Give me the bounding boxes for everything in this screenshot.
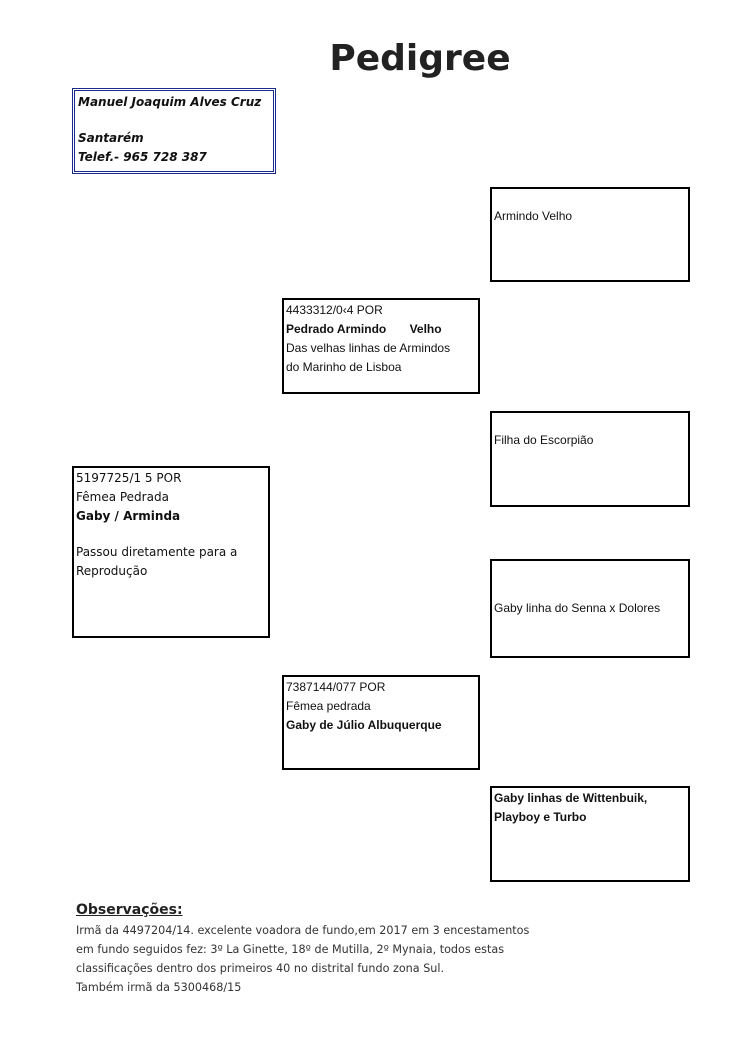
dam-dam-line-2: Playboy e Turbo	[494, 810, 587, 824]
sire-box: 4433312/0‹4 POR Pedrado Armindo Velho Da…	[282, 298, 480, 394]
owner-city: Santarém	[78, 131, 144, 145]
subject-note-1: Passou diretamente para a	[76, 545, 238, 559]
sire-line-1: Das velhas linhas de Armindos	[286, 341, 451, 355]
sire-sire-box: Armindo Velho	[490, 187, 690, 282]
subject-desc: Fêmea Pedrada	[76, 490, 169, 504]
observations-heading: Observações:	[76, 902, 183, 918]
sire-ring: 4433312/0‹4 POR	[286, 303, 383, 317]
observations-line: em fundo seguidos fez: 3º La Ginette, 18…	[76, 943, 505, 956]
observations-line: classificações dentro dos primeiros 40 n…	[76, 962, 445, 975]
sire-line-2: do Marinho de Lisboa	[286, 360, 402, 374]
subject-name: Gaby / Arminda	[76, 509, 181, 523]
dam-desc: Fêmea pedrada	[286, 699, 371, 713]
dam-sire-box: Gaby linha do Senna x Dolores	[490, 559, 690, 658]
subject-note-2: Reprodução	[76, 564, 148, 578]
dam-ring: 7387144/077 POR	[286, 680, 386, 694]
dam-name: Gaby de Júlio Albuquerque	[286, 718, 442, 732]
dam-dam-box: Gaby linhas de Wittenbuik, Playboy e Tur…	[490, 786, 690, 882]
subject-box: 5197725/1 5 POR Fêmea Pedrada Gaby / Arm…	[72, 466, 270, 638]
sire-dam-box: Filha do Escorpião	[490, 411, 690, 507]
owner-name: Manuel Joaquim Alves Cruz	[78, 95, 262, 109]
page-title: Pedigree	[329, 38, 511, 79]
sire-sire-name: Armindo Velho	[494, 209, 573, 223]
dam-box: 7387144/077 POR Fêmea pedrada Gaby de Jú…	[282, 675, 480, 770]
observations-line: Irmã da 4497204/14. excelente voadora de…	[76, 924, 530, 937]
sire-dam-name: Filha do Escorpião	[494, 433, 594, 447]
dam-dam-line-1: Gaby linhas de Wittenbuik,	[494, 791, 648, 805]
observations: Observações: Irmã da 4497204/14. excelen…	[76, 901, 556, 997]
observations-line: Também irmã da 5300468/15	[76, 981, 242, 994]
sire-name: Pedrado Armindo Velho	[286, 322, 442, 336]
owner-box: Manuel Joaquim Alves Cruz Santarém Telef…	[72, 88, 276, 174]
dam-sire-name: Gaby linha do Senna x Dolores	[494, 601, 661, 615]
subject-ring: 5197725/1 5 POR	[76, 471, 182, 485]
owner-phone: Telef.- 965 728 387	[78, 150, 207, 164]
